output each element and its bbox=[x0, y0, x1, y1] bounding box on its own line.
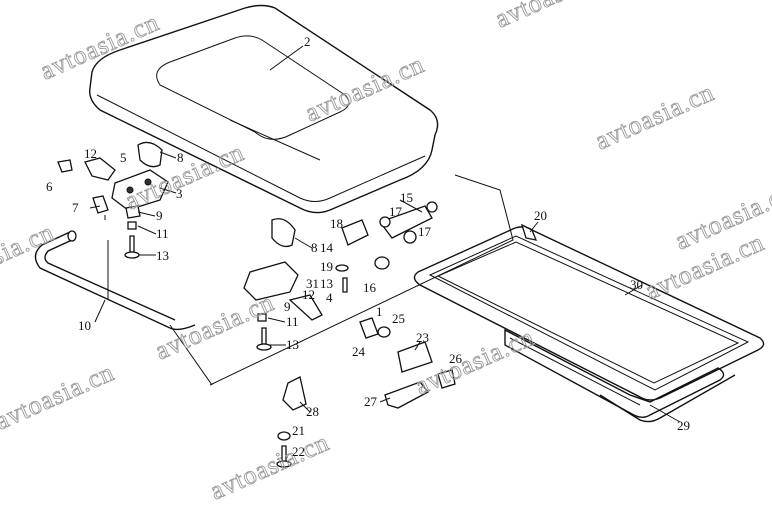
part-label: 13 bbox=[286, 337, 299, 352]
watermark: avtoasia.cn bbox=[591, 77, 719, 155]
part-label: 12 bbox=[84, 146, 97, 161]
gasket-frame bbox=[413, 226, 765, 423]
part-label: 27 bbox=[364, 394, 378, 409]
part-label: 2 bbox=[304, 34, 311, 49]
part-label: 25 bbox=[392, 311, 405, 326]
right-hinge-parts bbox=[243, 201, 538, 351]
part-label: 12 bbox=[302, 287, 315, 302]
watermark: avtoasia.cn bbox=[0, 357, 119, 435]
part-label: 7 bbox=[72, 200, 79, 215]
part-label: 22 bbox=[292, 444, 305, 459]
part-label: 23 bbox=[416, 330, 429, 345]
part-label: 10 bbox=[78, 318, 91, 333]
part-label: 8 bbox=[311, 240, 318, 255]
part-label: 15 bbox=[400, 190, 413, 205]
part-label: 1 bbox=[376, 304, 383, 319]
watermark: avtoasia.cn bbox=[206, 427, 334, 505]
part-label: 30 bbox=[630, 277, 643, 292]
part-labels: 2 12 5 8 6 3 7 9 11 13 10 15 17 17 18 14… bbox=[46, 34, 690, 459]
part-label: 16 bbox=[363, 280, 377, 295]
left-hinge-parts bbox=[57, 141, 169, 259]
part-label: 24 bbox=[352, 344, 366, 359]
part-label: 17 bbox=[389, 204, 403, 219]
part-label: 28 bbox=[306, 404, 319, 419]
part-label: 11 bbox=[286, 314, 299, 329]
part-label: 13 bbox=[320, 276, 333, 291]
support-rod bbox=[34, 230, 196, 331]
watermark: avtoasia.cn bbox=[491, 0, 619, 33]
part-label: 8 bbox=[177, 150, 184, 165]
part-label: 9 bbox=[284, 299, 291, 314]
watermark: avtoasia.cn bbox=[301, 49, 429, 127]
part-label: 20 bbox=[534, 208, 547, 223]
lower-parts bbox=[276, 317, 456, 468]
watermark: avtoasia.cn bbox=[36, 7, 164, 85]
part-label: 14 bbox=[320, 240, 334, 255]
part-label: 19 bbox=[320, 259, 333, 274]
leader-lines bbox=[89, 45, 681, 423]
part-label: 6 bbox=[46, 179, 53, 194]
part-label: 3 bbox=[176, 186, 183, 201]
part-label: 31 bbox=[306, 276, 319, 291]
part-label: 4 bbox=[326, 290, 333, 305]
watermark: avtoasia.cn bbox=[151, 287, 279, 365]
part-label: 21 bbox=[292, 423, 305, 438]
part-label: 5 bbox=[120, 150, 127, 165]
part-label: 11 bbox=[156, 226, 169, 241]
part-label: 9 bbox=[156, 208, 163, 223]
part-label: 13 bbox=[156, 248, 169, 263]
part-label: 18 bbox=[330, 216, 343, 231]
watermark: avtoasia.cn bbox=[0, 217, 59, 295]
lid bbox=[89, 4, 439, 214]
part-label: 17 bbox=[418, 224, 432, 239]
part-label: 29 bbox=[677, 418, 690, 433]
part-label: 26 bbox=[449, 351, 463, 366]
